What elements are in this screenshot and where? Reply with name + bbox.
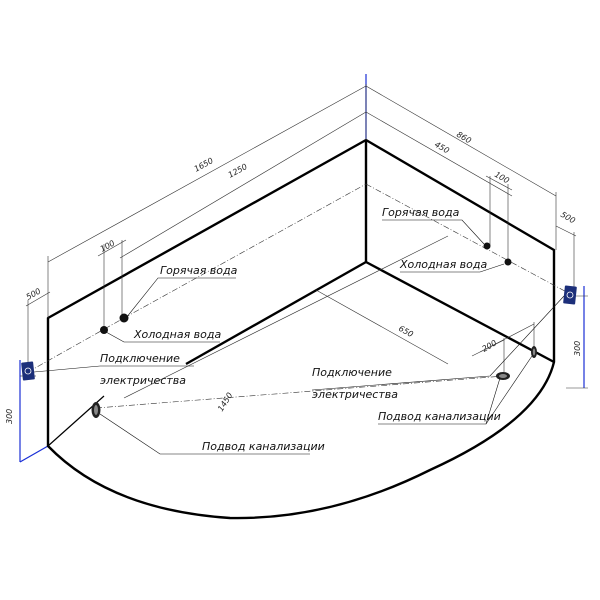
dim-100-left: 100 (99, 238, 117, 253)
dim-line-1250 (119, 111, 367, 259)
dim-line-650 (315, 289, 449, 365)
dim-300-right: 300 (573, 341, 582, 356)
cold-water-left-icon (100, 326, 108, 334)
leader-electric-left (33, 365, 194, 373)
electric-socket-left-icon (21, 361, 35, 381)
label-electric-right-2: электричества (312, 388, 398, 401)
label-cold-water-left: Холодная вода (133, 328, 221, 341)
leader-cold-right (400, 263, 505, 273)
drain-right-overflow-icon (531, 346, 537, 358)
dim-line-200-b (479, 323, 535, 353)
dim-line-860 (365, 85, 557, 197)
leader-cold-left (105, 331, 220, 343)
bottom-right-inner-edge (365, 260, 555, 364)
label-electric-left-1: Подключение (100, 352, 180, 365)
dim-1650: 1650 (193, 156, 215, 174)
leader-drain-right-b (485, 355, 533, 425)
drain-left-icon (91, 402, 101, 418)
drain-right-icon (496, 372, 510, 380)
leader-electric-right (311, 295, 565, 391)
dim-line-1650 (47, 85, 367, 263)
label-hot-water-right: Горячая вода (382, 206, 460, 219)
dim-200: 200 (481, 338, 499, 353)
centerline-left-b (123, 183, 367, 319)
hot-water-left-icon (119, 313, 129, 323)
dim-line-450 (365, 111, 513, 197)
label-electric-left-2: электричества (100, 374, 186, 387)
dim-line-500-left (25, 291, 51, 307)
label-electric-right-1: Подключение (312, 366, 392, 379)
leader-drain-left (99, 413, 310, 455)
cold-water-right-icon (504, 258, 512, 266)
label-cold-water-right: Холодная вода (399, 258, 487, 271)
dim-line-1450 (123, 235, 449, 399)
dim-line-500-right (555, 225, 577, 237)
bottom-left-inner-edge (185, 260, 367, 366)
bathtub-outline (46, 138, 556, 520)
dim-line-100-left (97, 239, 127, 257)
label-drain-left: Подвод канализации (202, 440, 325, 453)
leader-hot-right (382, 219, 485, 245)
leader-hot-left (125, 277, 236, 319)
dim-300-left: 300 (5, 409, 14, 424)
dim-450: 450 (433, 140, 451, 155)
dim-1450: 1450 (216, 391, 234, 413)
centerline-drain (95, 375, 505, 409)
dim-500-left: 500 (25, 286, 43, 301)
label-drain-right: Подвод канализации (378, 410, 501, 423)
centerline-right (365, 183, 575, 297)
dim-1250: 1250 (227, 162, 249, 180)
left-base-blue-line (19, 445, 49, 463)
dim-500-right: 500 (559, 210, 577, 225)
centerline-left-a (27, 317, 125, 373)
dim-100-right: 100 (493, 170, 511, 185)
hot-water-right-icon (483, 242, 491, 250)
dim-line-100-right (485, 175, 513, 191)
dim-860: 860 (455, 130, 473, 145)
electric-socket-right-icon (563, 285, 577, 305)
label-hot-water-left: Горячая вода (160, 264, 238, 277)
